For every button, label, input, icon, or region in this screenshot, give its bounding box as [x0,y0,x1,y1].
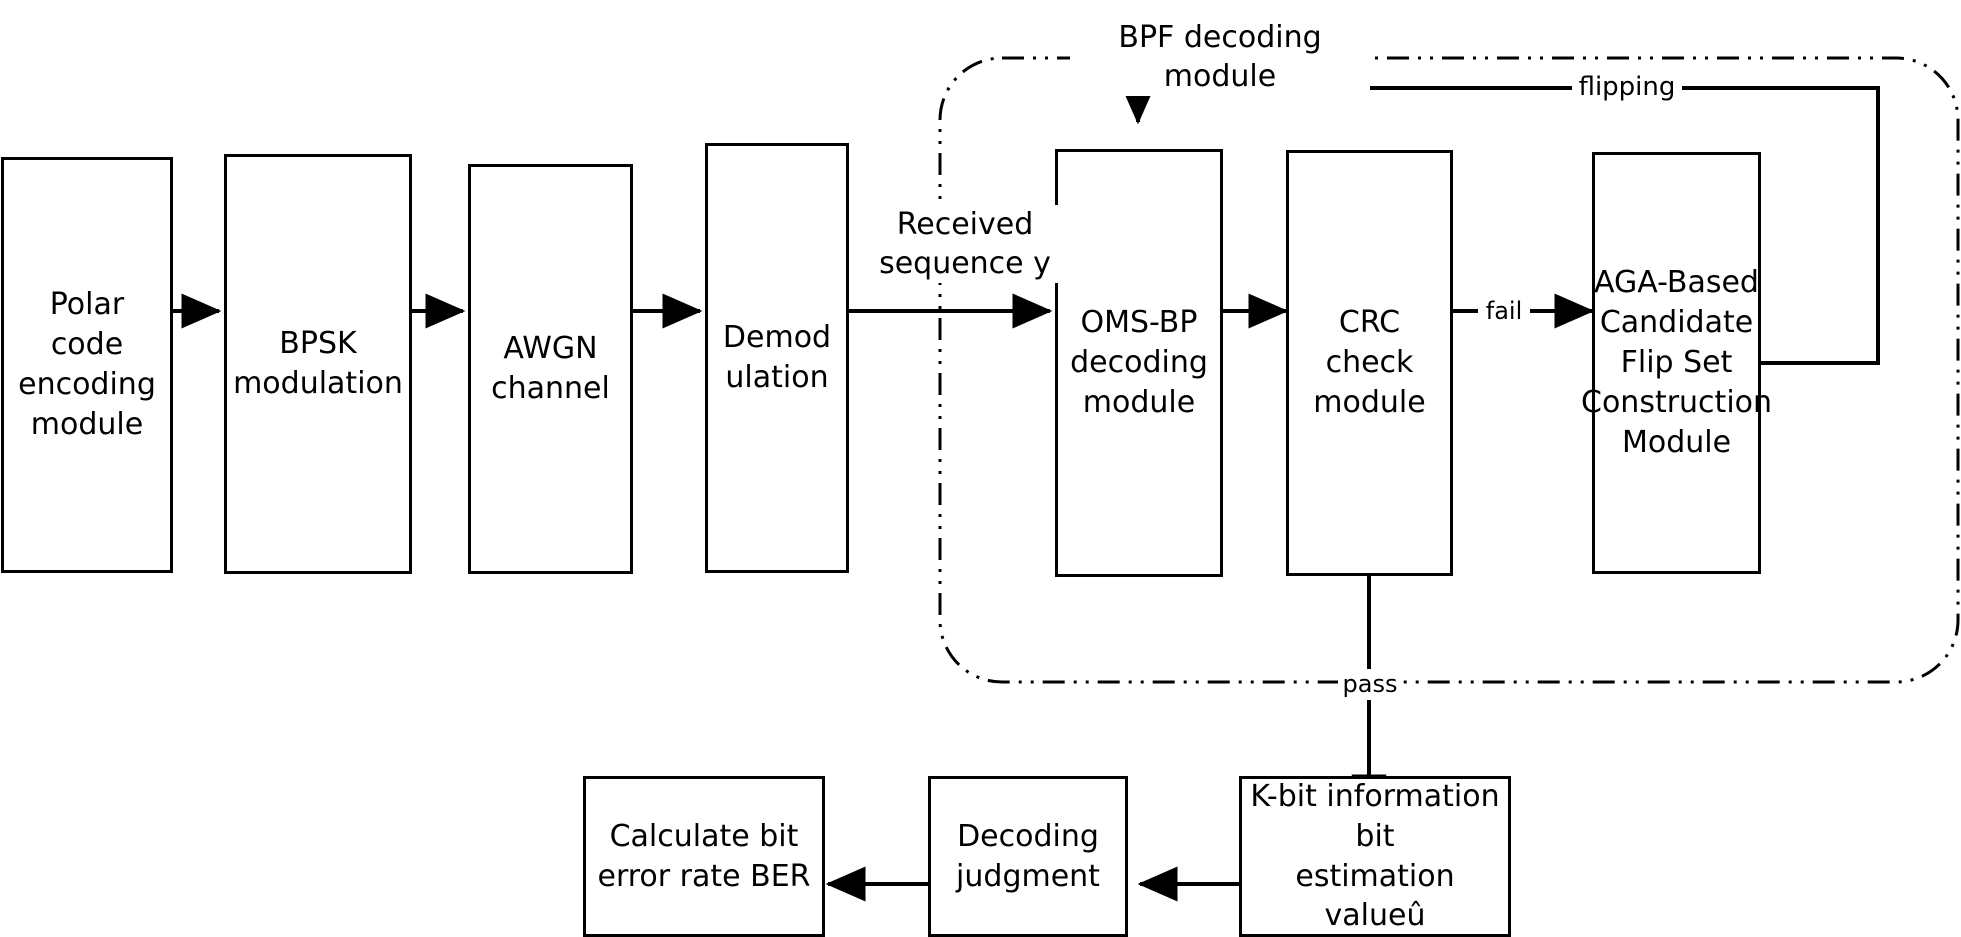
block-aga-candidate-flip-set[interactable]: AGA-Based Candidate Flip Set Constructio… [1581,152,1772,574]
edge-label-flipping: flipping [1572,71,1682,105]
block-decoding-judgment[interactable]: Decoding judgment [928,776,1128,937]
block-label: AGA-Based Candidate Flip Set Constructio… [1581,265,1773,460]
block-kbit-estimation-value[interactable]: K-bit information bit estimation valueû [1239,776,1511,937]
block-calculate-ber[interactable]: Calculate bit error rate BER [583,776,825,937]
block-label: BPSK modulation [233,326,403,401]
block-label: CRC check module [1313,305,1426,420]
block-crc-check-module[interactable]: CRC check module [1286,150,1453,576]
block-label: Calculate bit error rate BER [597,818,811,894]
edge-label-fail: fail [1478,296,1530,328]
block-polar-encoding-module[interactable]: Polar code encoding module [1,157,173,573]
block-label: Demod ulation [722,320,832,395]
block-demodulation[interactable]: Demod ulation [705,143,849,573]
block-label: Polar code encoding module [18,287,156,442]
block-label: Decoding judgment [956,818,1100,894]
edge-label-pass: pass [1338,669,1402,701]
edge-label-received-sequence: Received sequence y [865,205,1065,283]
block-label: OMS-BP decoding module [1070,305,1208,420]
block-bpsk-modulation[interactable]: BPSK modulation [224,154,412,574]
bpf-region-border [938,56,1960,684]
bpf-region-title: BPF decoding module [1070,18,1370,96]
block-label: K-bit information bit estimation valueû [1250,778,1500,934]
block-awgn-channel[interactable]: AWGN channel [468,164,633,574]
block-oms-bp-decoding-module[interactable]: OMS-BP decoding module [1055,149,1223,577]
arrow-flipping-feedback [1120,84,1880,363]
block-label: AWGN channel [491,331,610,406]
